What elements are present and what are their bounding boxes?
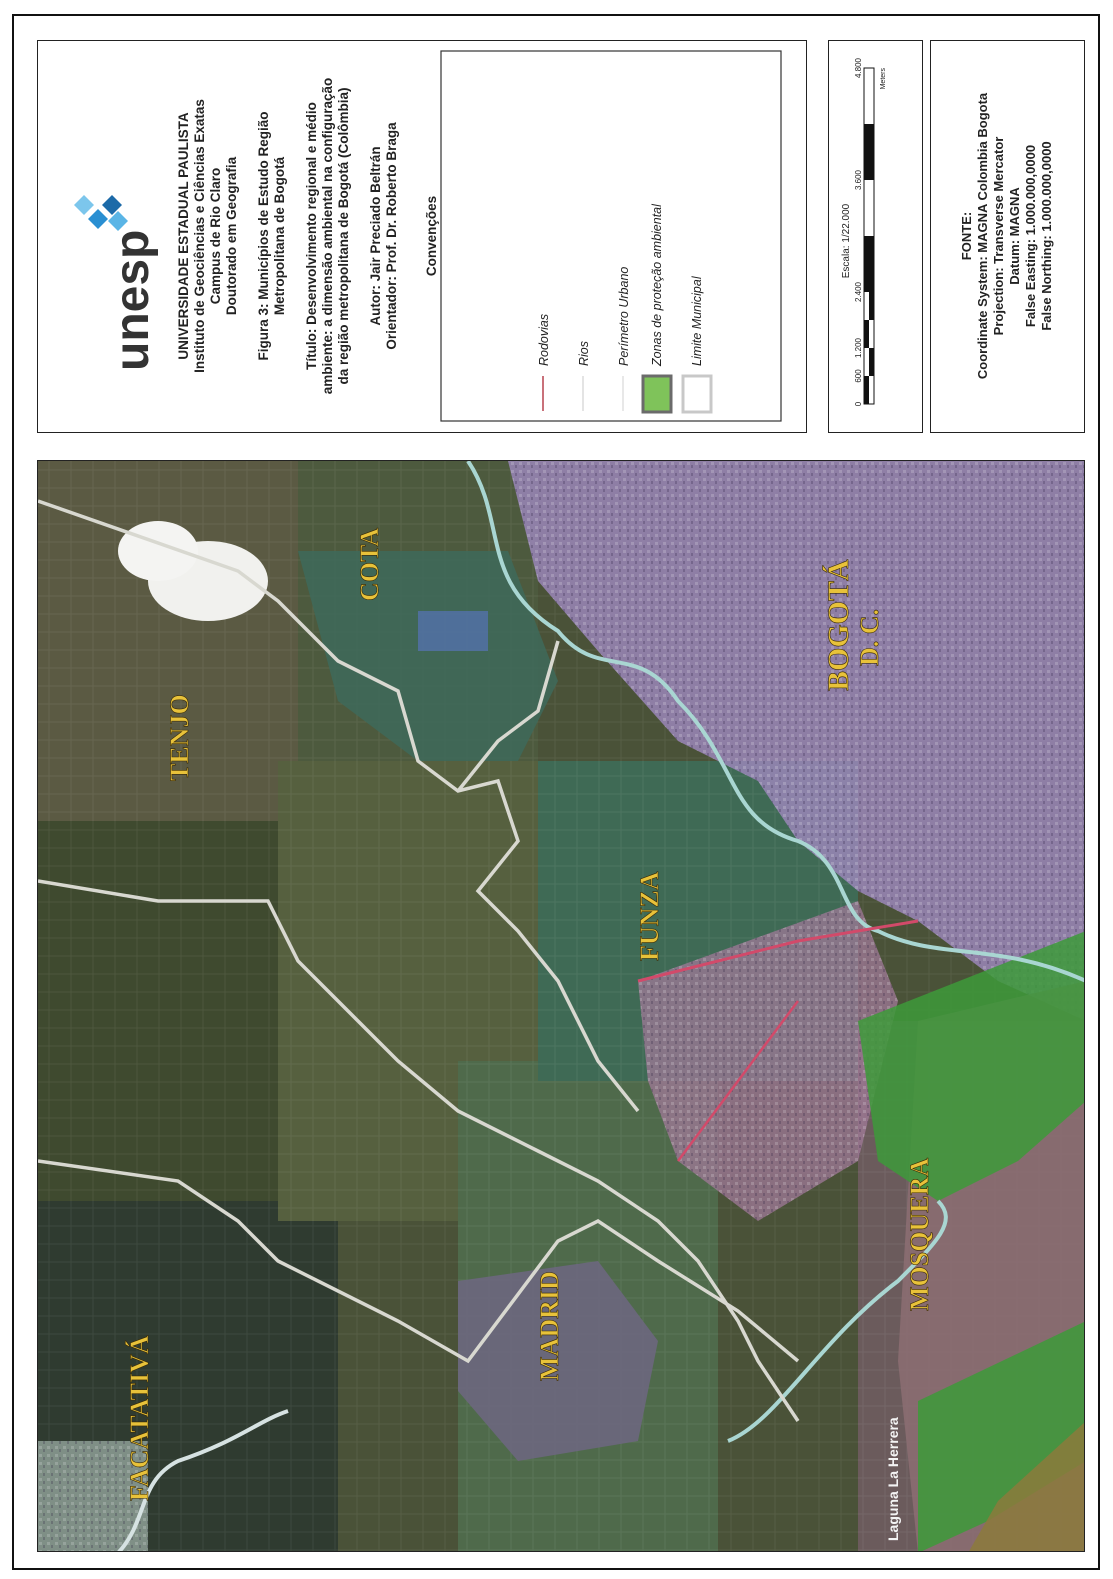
logo-text: unesp — [106, 230, 159, 371]
label-bogota-dc: D. C. — [855, 609, 884, 666]
legend-municipal-symbol — [681, 374, 713, 414]
thesis-title-line2: ambiente: a dimensão ambiental na config… — [320, 78, 335, 395]
map-canvas: FACATATIVÁ MADRID MOSQUERA FUNZA TENJO C… — [38, 461, 1084, 1551]
label-funza: FUNZA — [635, 871, 664, 961]
source-false-easting: False Easting: 1.000.000,0000 — [1023, 145, 1038, 327]
legend-label-urban-perimeter: Perímetro Urbano — [617, 267, 631, 366]
source-datum: Datum: MAGNA — [1007, 187, 1022, 285]
legend-title: Convenções — [424, 196, 439, 276]
funza-mosquera-texture — [638, 901, 898, 1221]
scale-bar-segment — [864, 320, 869, 348]
advisor: Orientador: Prof. Dr. Roberto Braga — [384, 122, 399, 350]
legend-label-municipal-limit: Limite Municipal — [690, 275, 704, 366]
thesis-title-line1: Título: Desenvolvimento regional e médio — [304, 102, 319, 370]
legend-protection-symbol — [641, 374, 673, 414]
title-panel: unesp UNIVERSIDADE ESTADUAL PAULISTA Ins… — [37, 40, 807, 433]
scale-tick-label: 600 — [854, 369, 863, 383]
river-facatativa — [117, 1409, 289, 1551]
river-south — [727, 1199, 948, 1443]
source-heading: FONTE: — [959, 212, 974, 260]
facatativa-texture — [38, 1441, 148, 1551]
source-false-northing: False Northing: 1.000.000,0000 — [1039, 141, 1054, 330]
protection-zone-wetland — [858, 931, 1084, 1201]
logo-icon — [74, 195, 128, 231]
label-facatativa: FACATATIVÁ — [125, 1335, 154, 1501]
source-panel-canvas: FONTE: Coordinate System: MAGNA Colombia… — [959, 92, 1054, 379]
laguna-soil — [969, 1422, 1084, 1551]
scale-bar-segment — [864, 124, 874, 180]
municipal-limit — [456, 640, 560, 793]
legend-box — [440, 50, 782, 422]
scale-tick-label: 3.600 — [854, 169, 863, 190]
source-coordinate-system: Coordinate System: MAGNA Colombia Bogota — [975, 92, 990, 379]
thesis-title-line3: da região metropolitana de Bogotá (Colôm… — [336, 87, 351, 384]
scale-unit: Meters — [880, 68, 887, 90]
source-projection: Projection: Transverse Mercator — [991, 137, 1006, 336]
bogota-urban-texture — [508, 461, 1084, 1021]
municipal-limit — [38, 1159, 800, 1364]
municipal-limit — [38, 879, 800, 1422]
label-madrid: MADRID — [535, 1271, 564, 1381]
label-bogota: BOGOTÁ — [822, 559, 855, 691]
scale-ratio: Escala: 1/22.000 — [841, 203, 852, 278]
satellite-map[interactable]: FACATATIVÁ MADRID MOSQUERA FUNZA TENJO C… — [37, 460, 1085, 1552]
municipal-limit — [38, 499, 640, 1113]
road — [637, 919, 919, 983]
road — [677, 1000, 799, 1162]
campus-name: Campus de Rio Claro — [208, 168, 223, 305]
scale-tick-label: 0 — [854, 401, 863, 406]
title-panel-canvas: unesp UNIVERSIDADE ESTADUAL PAULISTA Ins… — [74, 50, 782, 422]
source-panel: FONTE: Coordinate System: MAGNA Colombia… — [930, 40, 1085, 433]
scale-tick-label: 1.200 — [854, 337, 863, 358]
institute-name: Instituto de Geociências e Ciências Exat… — [192, 99, 207, 373]
legend-label-roads: Rodovias — [537, 314, 551, 366]
scale-bar-segment — [869, 348, 874, 376]
cota-area — [298, 551, 558, 761]
scale-bar-segment — [864, 376, 869, 404]
unesp-logo: unesp — [74, 195, 159, 371]
scale-bar-canvas: Escala: 1/22.000 0 600 1.200 2.400 3.600… — [841, 57, 887, 406]
scale-tick-label: 4.800 — [854, 57, 863, 78]
label-laguna-la-herrera: Laguna La Herrera — [885, 1417, 901, 1541]
scale-panel: Escala: 1/22.000 0 600 1.200 2.400 3.600… — [828, 40, 923, 433]
protection-zone-laguna — [918, 1321, 1084, 1551]
scale-bar-segment — [869, 292, 874, 320]
program-name: Doutorado em Geografia — [224, 156, 239, 315]
author: Autor: Jair Preciado Beltrán — [368, 146, 383, 325]
industrial-zone — [418, 611, 488, 651]
scale-bar-segment — [864, 236, 874, 292]
label-mosquera: MOSQUERA — [905, 1158, 934, 1311]
figure-caption-line1: Figura 3: Municípios de Estudo Região — [256, 111, 271, 360]
university-name: UNIVERSIDADE ESTADUAL PAULISTA — [176, 112, 191, 360]
figure-caption-line2: Metropolitana de Bogotá — [272, 156, 287, 315]
river-bogota — [466, 461, 1084, 983]
madrid-urban — [458, 1261, 658, 1461]
scale-tick-label: 2.400 — [854, 281, 863, 302]
legend-label-rivers: Rios — [577, 341, 591, 366]
label-cota: COTA — [355, 528, 384, 601]
legend-label-protection-zones: Zonas de proteção ambiental — [650, 203, 664, 367]
label-tenjo: TENJO — [165, 694, 194, 781]
